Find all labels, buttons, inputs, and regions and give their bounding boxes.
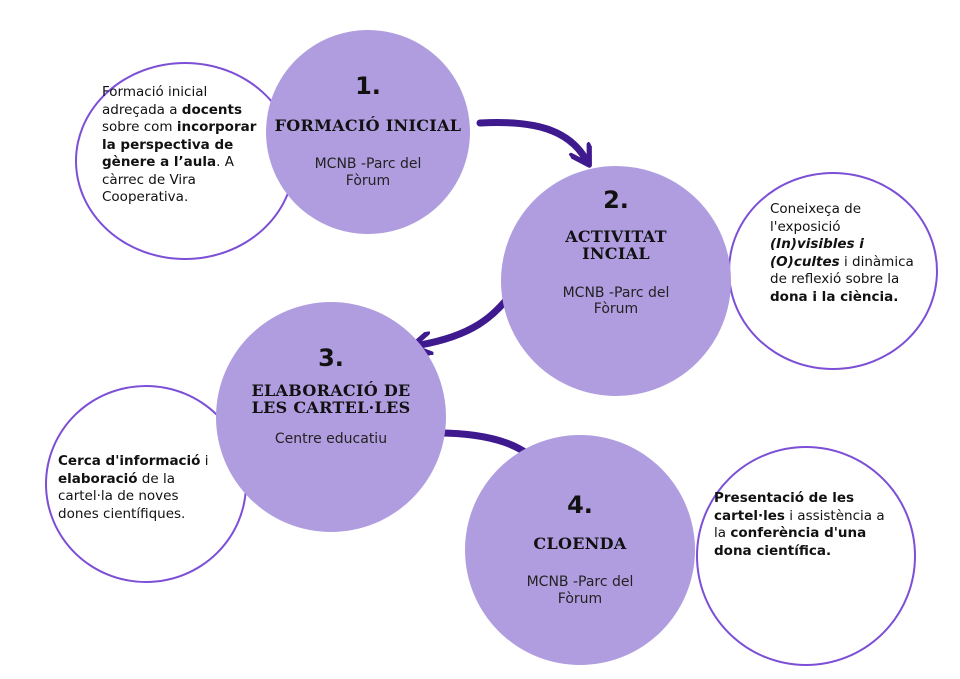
description-1: Formació inicial adreçada a docents sobr… [102, 84, 257, 206]
description-circle-1 [75, 62, 295, 260]
stage-place-1: MCNB -Parc del Fòrum [314, 156, 422, 190]
stage-place-3: Centre educatiu [274, 430, 388, 447]
description-circle-4 [696, 446, 916, 666]
stage-title-2: ACTIVITAT INCIAL [565, 227, 667, 264]
arrow-1-to-2 [476, 119, 585, 158]
stage-circle-2: 2. ACTIVITAT INCIAL MCNB -Parc del Fòrum [501, 166, 731, 396]
description-circle-2 [728, 172, 938, 370]
stage-number-2: 2. [603, 186, 629, 214]
stage-place-2: MCNB -Parc del Fòrum [562, 284, 670, 318]
stage-circle-1: 1. FORMACIÓ INICIAL MCNB -Parc del Fòrum [266, 30, 470, 234]
arrow-2-to-3 [420, 284, 519, 345]
stage-place-4: MCNB -Parc del Fòrum [526, 574, 634, 608]
stage-number-1: 1. [355, 72, 381, 100]
description-4: Presentació de les cartel·les i assistèn… [714, 490, 885, 559]
stage-number-4: 4. [567, 491, 593, 519]
stage-title-3: ELABORACIÓ DE LES CARTEL·LES [251, 381, 411, 418]
stage-circle-4: 4. CLOENDA MCNB -Parc del Fòrum [465, 435, 695, 665]
stage-number-3: 3. [318, 344, 344, 372]
description-3: Cerca d'informació i elaboració de la ca… [58, 453, 209, 522]
stage-title-1: FORMACIÓ INICIAL [274, 116, 462, 135]
stage-title-4: CLOENDA [533, 534, 627, 553]
stage-circle-3: 3. ELABORACIÓ DE LES CARTEL·LES Centre e… [216, 302, 446, 532]
description-2: Coneixeça de l'exposició (In)visibles i … [770, 201, 914, 305]
description-circle-3 [45, 385, 247, 583]
